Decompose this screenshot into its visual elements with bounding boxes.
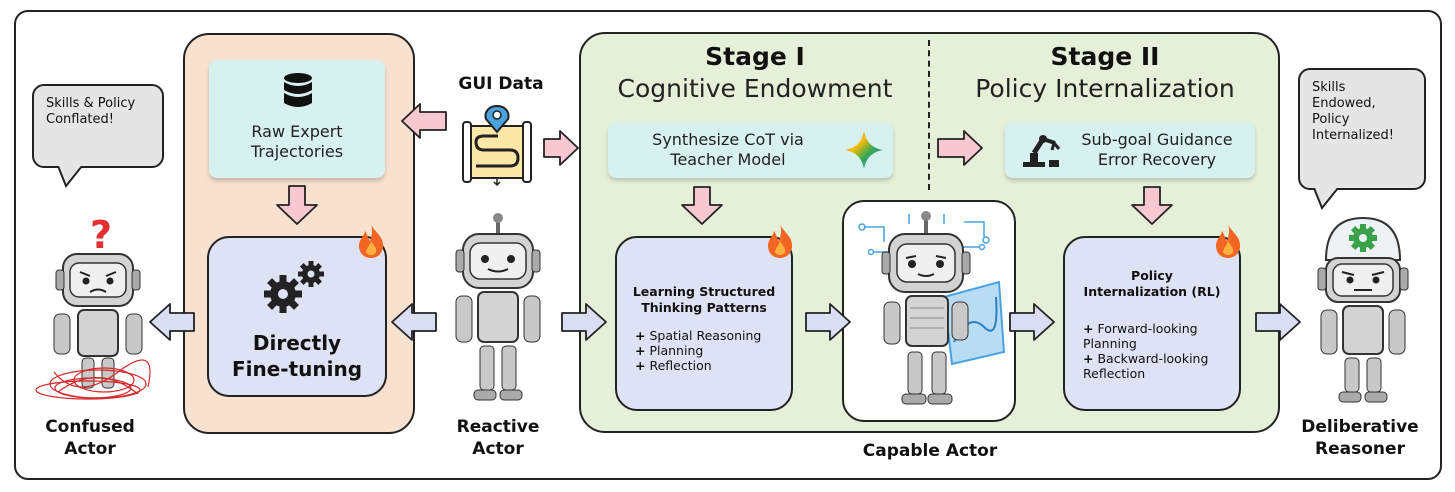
capable-robot-illustration [858,211,1006,405]
gui-data-label: GUI Data [458,74,544,94]
raw-line-2: Trajectories [250,142,344,161]
arrow-to-confused [149,303,195,341]
policy-title-2: Internalization (RL) [1083,284,1221,299]
gui-data-map-icon [462,104,532,186]
question-mark-icon: ? [90,213,112,257]
stage2-title: Stage II [1050,42,1160,71]
arrow-to-finetune [391,303,437,341]
arrow-learning-to-capable [805,303,851,341]
ft-line-2: Fine-tuning [231,357,363,381]
gemini-star-icon [844,130,884,170]
stage-divider [928,40,930,190]
capable-actor-label: Capable Actor [862,441,998,461]
arrow-stage1-to-stage2 [937,130,983,166]
deliberative-robot [1317,216,1409,403]
learning-item: + Planning [635,343,704,358]
arrow-left-to-raw [401,103,447,139]
learning-item: + Reflection [635,358,712,373]
robot-arm-icon [1019,128,1061,170]
database-icon [283,72,313,110]
arrow-policy-to-deliberative [1255,303,1301,341]
left-speech-bubble: Skills & Policy Conflated! [32,84,164,168]
stage1-subtitle: Cognitive Endowment [617,74,893,103]
synthesize-cot-box: Synthesize CoT via Teacher Model [608,122,893,178]
policy-item: Planning [1083,336,1137,351]
confused-robot: ? [35,213,151,400]
stage2-subtitle: Policy Internalization [975,74,1235,103]
left-bubble-tail [58,166,83,188]
learning-item: + Spatial Reasoning [635,328,762,343]
reactive-robot [455,213,541,401]
right-bubble-tail [1314,188,1339,210]
raw-line-1: Raw Expert [251,122,343,141]
arrow-reactive-to-learning [561,303,607,341]
gear-icon [1349,224,1377,252]
capable-actor-box [842,200,1016,422]
arrow-right-to-stage [543,130,579,166]
policy-item: + Forward-looking [1083,321,1198,336]
stage1-title: Stage I [705,42,805,71]
gears-icon [261,256,331,316]
fine-tuning-box: Directly Fine-tuning [207,236,387,397]
guide-line-1: Sub-goal Guidance [1081,130,1233,149]
arrow-down-synth [681,186,723,225]
fire-icon [1213,223,1243,259]
guidance-box: Sub-goal Guidance Error Recovery [1005,122,1255,178]
arrow-down-guidance [1131,186,1173,225]
synth-line-2: Teacher Model [670,150,786,169]
raw-trajectories-box: Raw Expert Trajectories [209,60,385,178]
learning-patterns-box: Learning Structured Thinking Patterns + … [615,236,793,411]
arrow-capable-to-policy [1009,303,1055,341]
ft-line-1: Directly [252,331,342,355]
learning-title-1: Learning Structured [632,284,776,299]
right-speech-bubble: Skills Endowed, Policy Internalized! [1298,68,1426,190]
learning-title-2: Thinking Patterns [641,300,767,315]
guide-line-2: Error Recovery [1097,150,1217,169]
fire-icon [765,223,795,259]
policy-title-1: Policy [1131,268,1173,283]
synth-line-1: Synthesize CoT via [652,130,804,149]
policy-item: + Backward-looking [1083,351,1209,366]
policy-internalization-box: Policy Internalization (RL) + Forward-lo… [1063,236,1241,411]
outer-frame [14,10,1442,480]
fire-icon [356,223,386,259]
policy-item: Reflection [1083,366,1146,381]
arrow-down-raw [276,185,318,225]
